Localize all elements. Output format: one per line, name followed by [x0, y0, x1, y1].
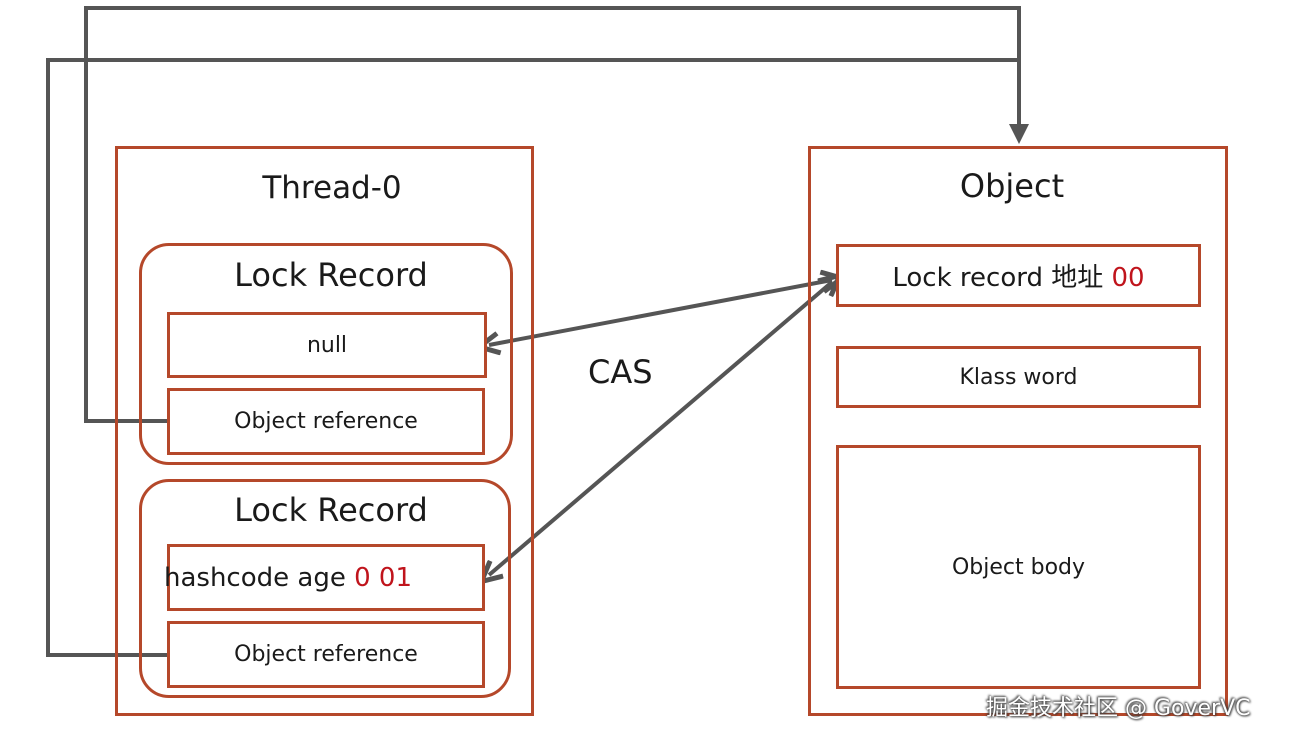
thread-title: Thread-0	[262, 170, 402, 206]
mark-word-cell: Lock record 地址 00	[836, 244, 1201, 307]
lock-record-1-reference-text: Object reference	[234, 409, 418, 434]
object-frame	[808, 146, 1228, 716]
lock-record-2	[139, 479, 511, 698]
object-body-cell: Object body	[836, 445, 1201, 689]
lock-record-1-title: Lock Record	[234, 256, 428, 294]
lock-record-1-reference: Object reference	[167, 388, 485, 455]
mark-word-text: Lock record 地址	[892, 263, 1112, 293]
mark-word-bits: 00	[1111, 263, 1145, 293]
lock-record-2-value-text: hashcode age	[164, 562, 355, 593]
lock-record-2-title: Lock Record	[234, 491, 428, 529]
lock-record-2-value: hashcode age 0 01	[164, 544, 485, 611]
reference-line-1	[84, 6, 1029, 423]
reference-line-2	[46, 58, 1019, 657]
cas-arrow-hashcode	[489, 282, 832, 575]
lock-record-2-reference: Object reference	[167, 621, 485, 688]
lock-record-2-bits: 0 01	[354, 562, 412, 593]
watermark: 掘金技术社区 @ GoverVC	[986, 696, 1251, 721]
lock-record-1-value-text: null	[306, 332, 348, 358]
klass-word-cell: Klass word	[836, 346, 1201, 408]
lock-record-1	[139, 243, 513, 465]
cas-label: CAS	[588, 353, 653, 391]
klass-word-text: Klass word	[959, 364, 1078, 390]
thread-frame	[115, 146, 534, 716]
object-body-text: Object body	[951, 554, 1086, 580]
cas-arrow-null	[489, 280, 832, 345]
object-title: Object	[959, 167, 1065, 205]
lock-record-2-reference-text: Object reference	[234, 642, 418, 667]
lock-record-1-value: null	[167, 312, 487, 378]
